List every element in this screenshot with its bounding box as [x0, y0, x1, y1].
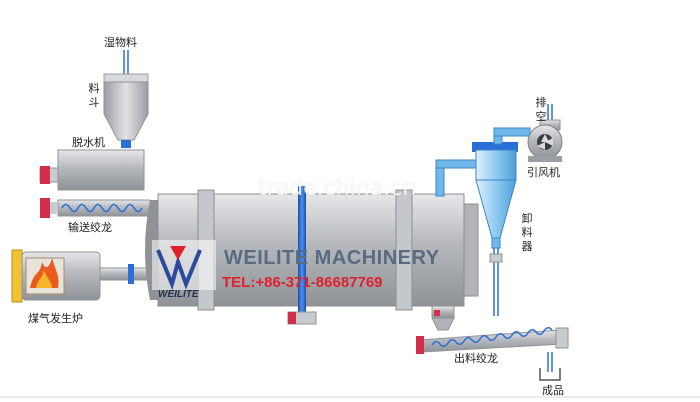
cyclone-separator	[472, 142, 518, 316]
product-outlet	[539, 352, 561, 381]
watermark-text: trade.china.cn	[258, 176, 417, 201]
label-discharge-screw: 出料绞龙	[454, 352, 498, 365]
exhaust-duct	[435, 159, 477, 197]
gas-generator-furnace	[11, 249, 151, 303]
feed-pipe	[123, 50, 129, 74]
weilite-logo-mark	[152, 240, 216, 291]
label-dewatering-machine: 脱水机	[72, 136, 105, 149]
brand-logo-text: WEILITE	[158, 289, 199, 300]
brand-telephone: TEL:+86-371-86687769	[222, 274, 383, 291]
discharge-screw	[416, 327, 569, 354]
label-product: 成品	[542, 384, 564, 397]
dewatering-machine	[39, 149, 145, 191]
brand-name: WEILITE MACHINERY	[224, 247, 440, 269]
conveyor-screw	[40, 198, 158, 218]
induced-draft-fan	[527, 104, 563, 162]
label-unloader: 卸料器	[521, 212, 533, 253]
label-hopper: 料斗	[88, 82, 100, 109]
label-conveyor-screw: 输送绞龙	[68, 221, 112, 234]
label-induced-draft-fan: 引风机	[527, 166, 560, 179]
label-exhaust: 排空	[535, 96, 547, 123]
label-wet-material: 湿物料	[104, 36, 137, 49]
hopper	[103, 73, 149, 148]
label-gas-generator: 煤气发生炉	[28, 312, 83, 325]
fan-duct	[493, 127, 531, 145]
drum-discharge-valve	[431, 305, 455, 331]
